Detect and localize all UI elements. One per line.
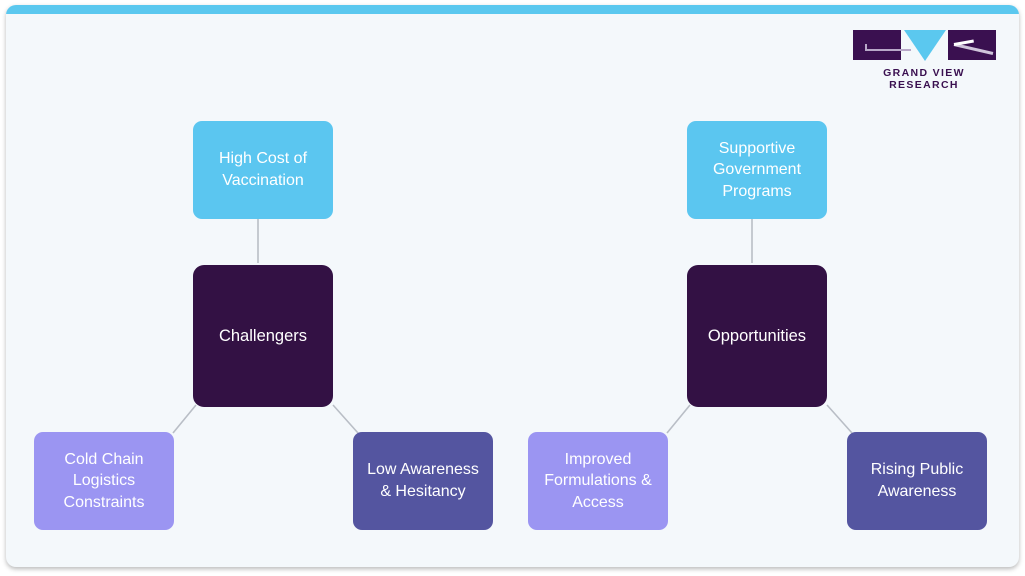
logo-left-rect-icon [853,30,911,60]
logo-wordmark: GRAND VIEW RESEARCH [883,67,965,91]
node-high-cost-of-vaccination[interactable]: High Cost of Vaccination [193,121,333,219]
logo-left-tick [865,44,867,51]
top-accent-bar [6,5,1019,14]
node-opportunities-hub[interactable]: Opportunities [687,265,827,407]
node-rising-public-awareness[interactable]: Rising Public Awareness [847,432,987,530]
node-supportive-government-programs[interactable]: Supportive Government Programs [687,121,827,219]
logo-marks [851,30,997,61]
logo-left-bar [865,49,911,51]
node-challengers-hub[interactable]: Challengers [193,265,333,407]
grand-view-research-logo: GRAND VIEW RESEARCH [851,30,997,91]
connector-challengers-bottom-right [332,404,359,434]
connector-opportunities-bottom-right [826,404,853,434]
logo-right-rect-icon [948,30,996,60]
node-low-awareness-and-hesitancy[interactable]: Low Awareness & Hesitancy [353,432,493,530]
diagram-card: GRAND VIEW RESEARCH High Cost of Vaccina… [6,5,1019,567]
node-improved-formulations-and-access[interactable]: Improved Formulations & Access [528,432,668,530]
logo-triangle-icon [904,30,946,61]
connector-challengers-bottom-left [172,404,197,434]
node-cold-chain-logistics-constraints[interactable]: Cold Chain Logistics Constraints [34,432,174,530]
connector-opportunities-bottom-left [666,404,691,434]
